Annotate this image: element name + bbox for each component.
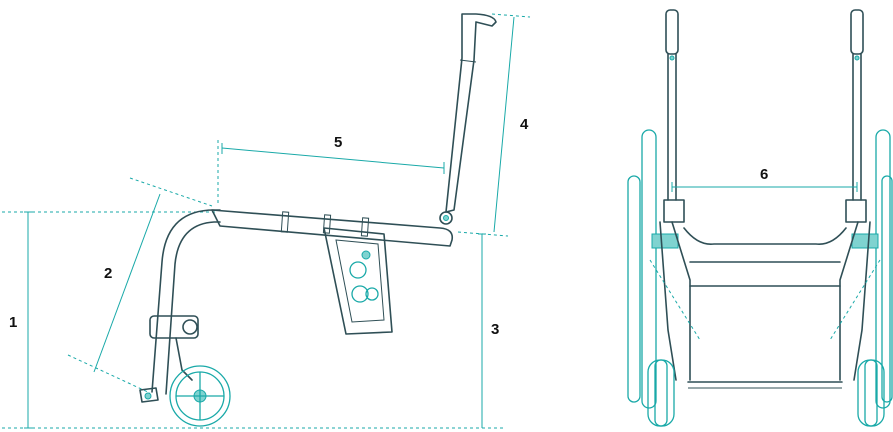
left-castor-wheel bbox=[647, 359, 675, 427]
left-axle-plate bbox=[651, 233, 679, 249]
dimension-5-label: 5 bbox=[334, 134, 342, 151]
front-view: 6 bbox=[627, 9, 893, 427]
dimension-4-label: 4 bbox=[520, 116, 529, 133]
left-rear-wheel bbox=[627, 175, 641, 403]
castor-wheel-tire bbox=[169, 365, 231, 427]
seat-rail-clamp-2 bbox=[322, 214, 332, 234]
dimension-4-line bbox=[493, 16, 515, 233]
dimension-5-line bbox=[221, 147, 445, 169]
left-side-frame bbox=[671, 221, 691, 381]
backrest-hinge bbox=[439, 211, 453, 225]
left-handrim bbox=[641, 129, 657, 409]
side-plate-axle-3 bbox=[365, 287, 379, 301]
seat-rail-clamp-3 bbox=[360, 217, 370, 237]
dimension-2-label: 2 bbox=[104, 265, 112, 282]
right-guard-line bbox=[829, 259, 881, 341]
backrest-top-ref-line bbox=[491, 13, 531, 18]
right-back-bracket bbox=[845, 199, 867, 223]
left-handle-screw bbox=[669, 55, 675, 61]
dimension-3-label: 3 bbox=[491, 321, 499, 338]
seat-sling bbox=[683, 227, 847, 245]
left-castor-tread bbox=[654, 359, 668, 427]
right-castor-wheel bbox=[857, 359, 885, 427]
side-plate-axle-2 bbox=[351, 285, 369, 303]
right-handle-screw bbox=[854, 55, 860, 61]
right-castor-tread bbox=[864, 359, 878, 427]
footrest-bolt bbox=[144, 392, 152, 400]
side-plate-bolt bbox=[361, 250, 371, 260]
left-push-handle bbox=[665, 9, 679, 55]
left-front-tube bbox=[659, 221, 677, 381]
backrest-tube bbox=[445, 13, 497, 213]
side-plate-inner bbox=[335, 239, 385, 323]
backrest-joint bbox=[459, 59, 477, 63]
front-frame-tube-inner bbox=[165, 221, 221, 395]
side-view: 1 2 3 4 5 bbox=[2, 13, 531, 429]
right-side-frame bbox=[839, 221, 859, 381]
left-back-bracket bbox=[663, 199, 685, 223]
seat-rail bbox=[211, 209, 454, 247]
right-push-handle bbox=[850, 9, 864, 55]
left-guard-line bbox=[649, 259, 701, 341]
dimension-2-line bbox=[93, 193, 161, 373]
dimension-1-label: 1 bbox=[9, 314, 17, 331]
castor-fork bbox=[175, 337, 193, 381]
front-frame-tube-outer bbox=[151, 209, 221, 393]
right-handrim bbox=[875, 129, 891, 409]
seat-rail-clamp-1 bbox=[280, 211, 290, 233]
right-front-tube bbox=[853, 221, 871, 381]
frame-angle-ref-top bbox=[129, 177, 213, 207]
frame-angle-ref-bottom bbox=[67, 354, 151, 394]
castor-clamp-knob bbox=[182, 319, 198, 335]
right-axle-plate bbox=[851, 233, 879, 249]
side-plate bbox=[323, 227, 393, 335]
side-plate-axle-1 bbox=[349, 261, 367, 279]
front-footrest-bracket bbox=[139, 387, 159, 403]
dimension-6-label: 6 bbox=[760, 166, 768, 183]
backrest-hinge-pin bbox=[443, 215, 449, 221]
castor-clamp bbox=[149, 315, 199, 339]
right-rear-wheel bbox=[881, 175, 893, 403]
